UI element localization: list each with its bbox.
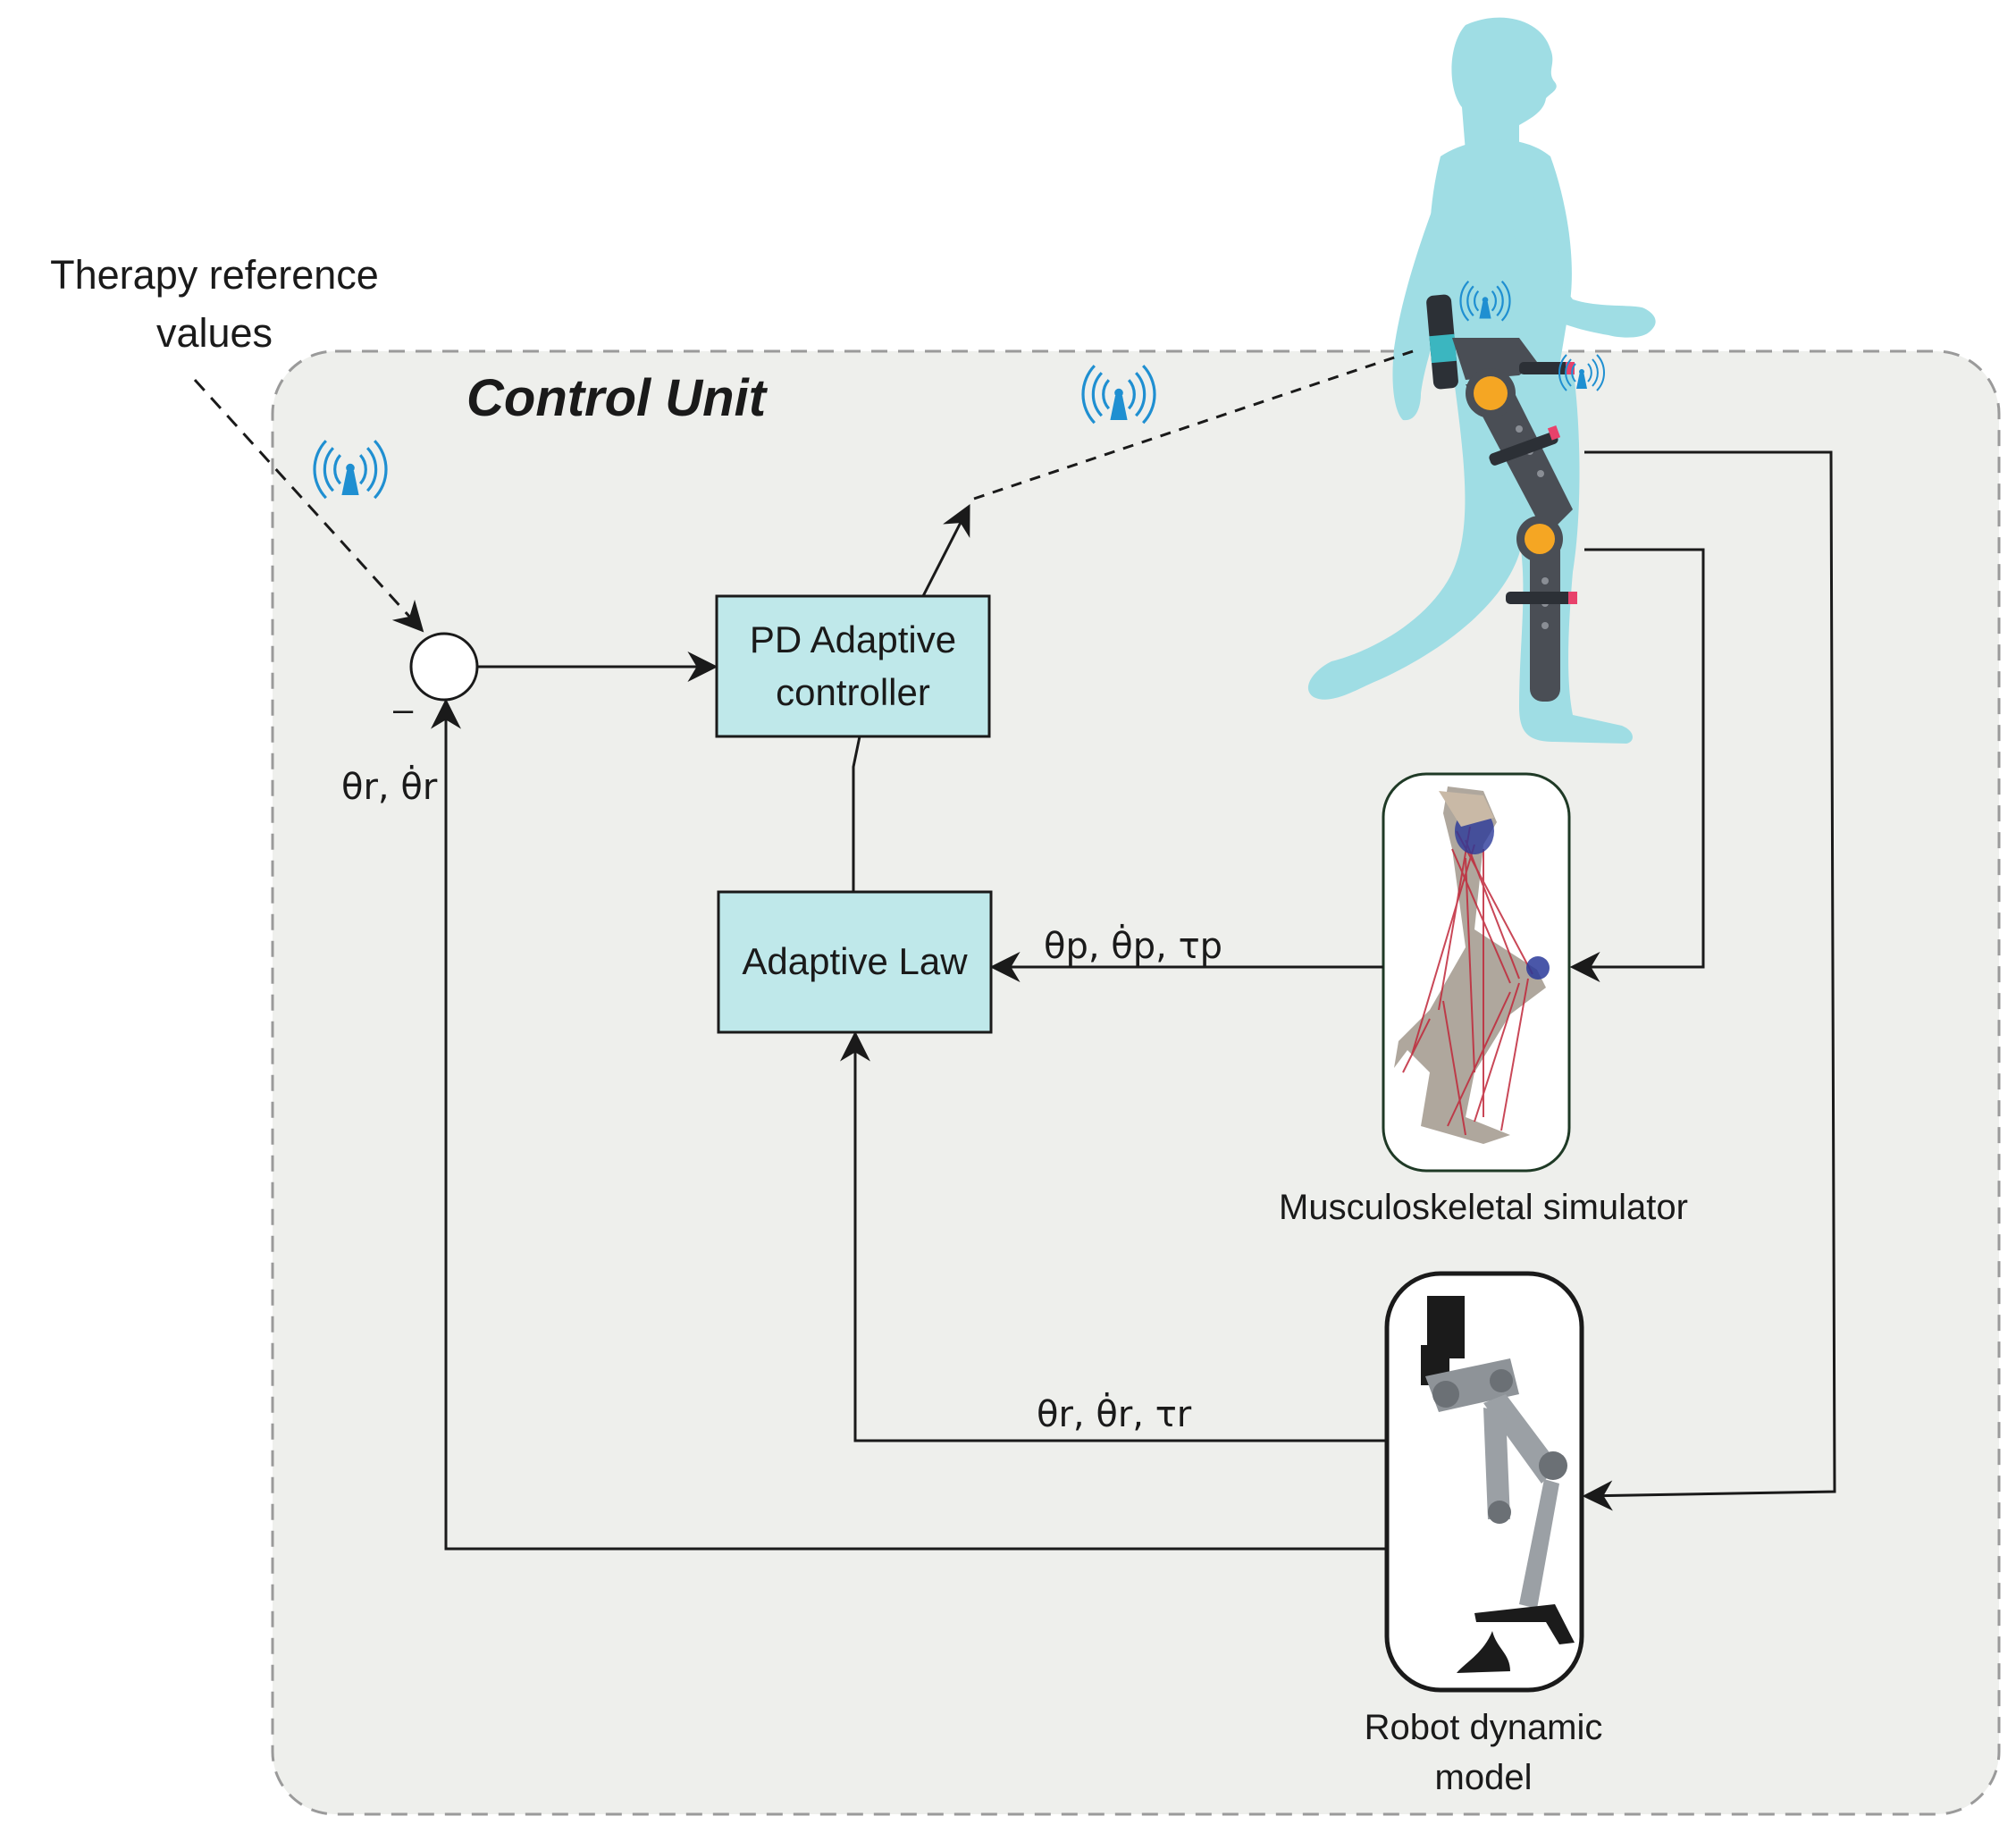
patient-signal-label: θp, θ̇p, τp [1044,926,1223,967]
adaptive-law-label: Adaptive Law [742,940,968,983]
human-head [1451,17,1557,156]
adaptive-law-block [717,890,993,1034]
robot-feedback-arrow [431,698,1387,1551]
human-arm-back [1392,170,1474,421]
human-leg-back [1307,366,1539,700]
therapy-reference-line1: Therapy reference [50,252,379,298]
pd-adaptive-controller-label: PD Adaptive controller [749,618,957,713]
robot-feedback-signal-label: θr, θ̇r [341,767,438,808]
robot-dynamic-model-label: Robot dynamic model [1305,1703,1662,1803]
therapy-reference-label: Therapy reference values [0,246,429,363]
control-output-arrow [921,503,970,597]
robot-signal-arrow [840,1030,1387,1442]
musculoskeletal-simulator-label: Musculoskeletal simulator [1279,1188,1688,1227]
minus-sign: – [393,690,414,729]
human-walker [1307,17,1656,744]
human-arm-front [1510,179,1656,338]
robot-leg-model-image [1421,1296,1575,1673]
adaptation-link [852,736,861,892]
musculoskeletal-model-image [1394,786,1550,1144]
therapy-reference-arrow [193,378,424,633]
robot-dynamic-model-line1: Robot dynamic [1364,1708,1603,1747]
control-unit-title: Control Unit [466,369,767,427]
therapy-reference-line2: values [155,310,273,357]
human-to-simulator-arrow [1569,548,1705,982]
robot-dynamic-model-line2: model [1434,1758,1533,1797]
human-to-robot-arrow [1582,450,1836,1511]
summing-junction [409,632,479,702]
pd-adaptive-controller-block [715,594,991,738]
control-unit-panel [271,349,2001,1816]
exoskeleton-orthosis [1426,294,1577,702]
robot-signal-label: θr, θ̇r, τr [1037,1394,1192,1435]
